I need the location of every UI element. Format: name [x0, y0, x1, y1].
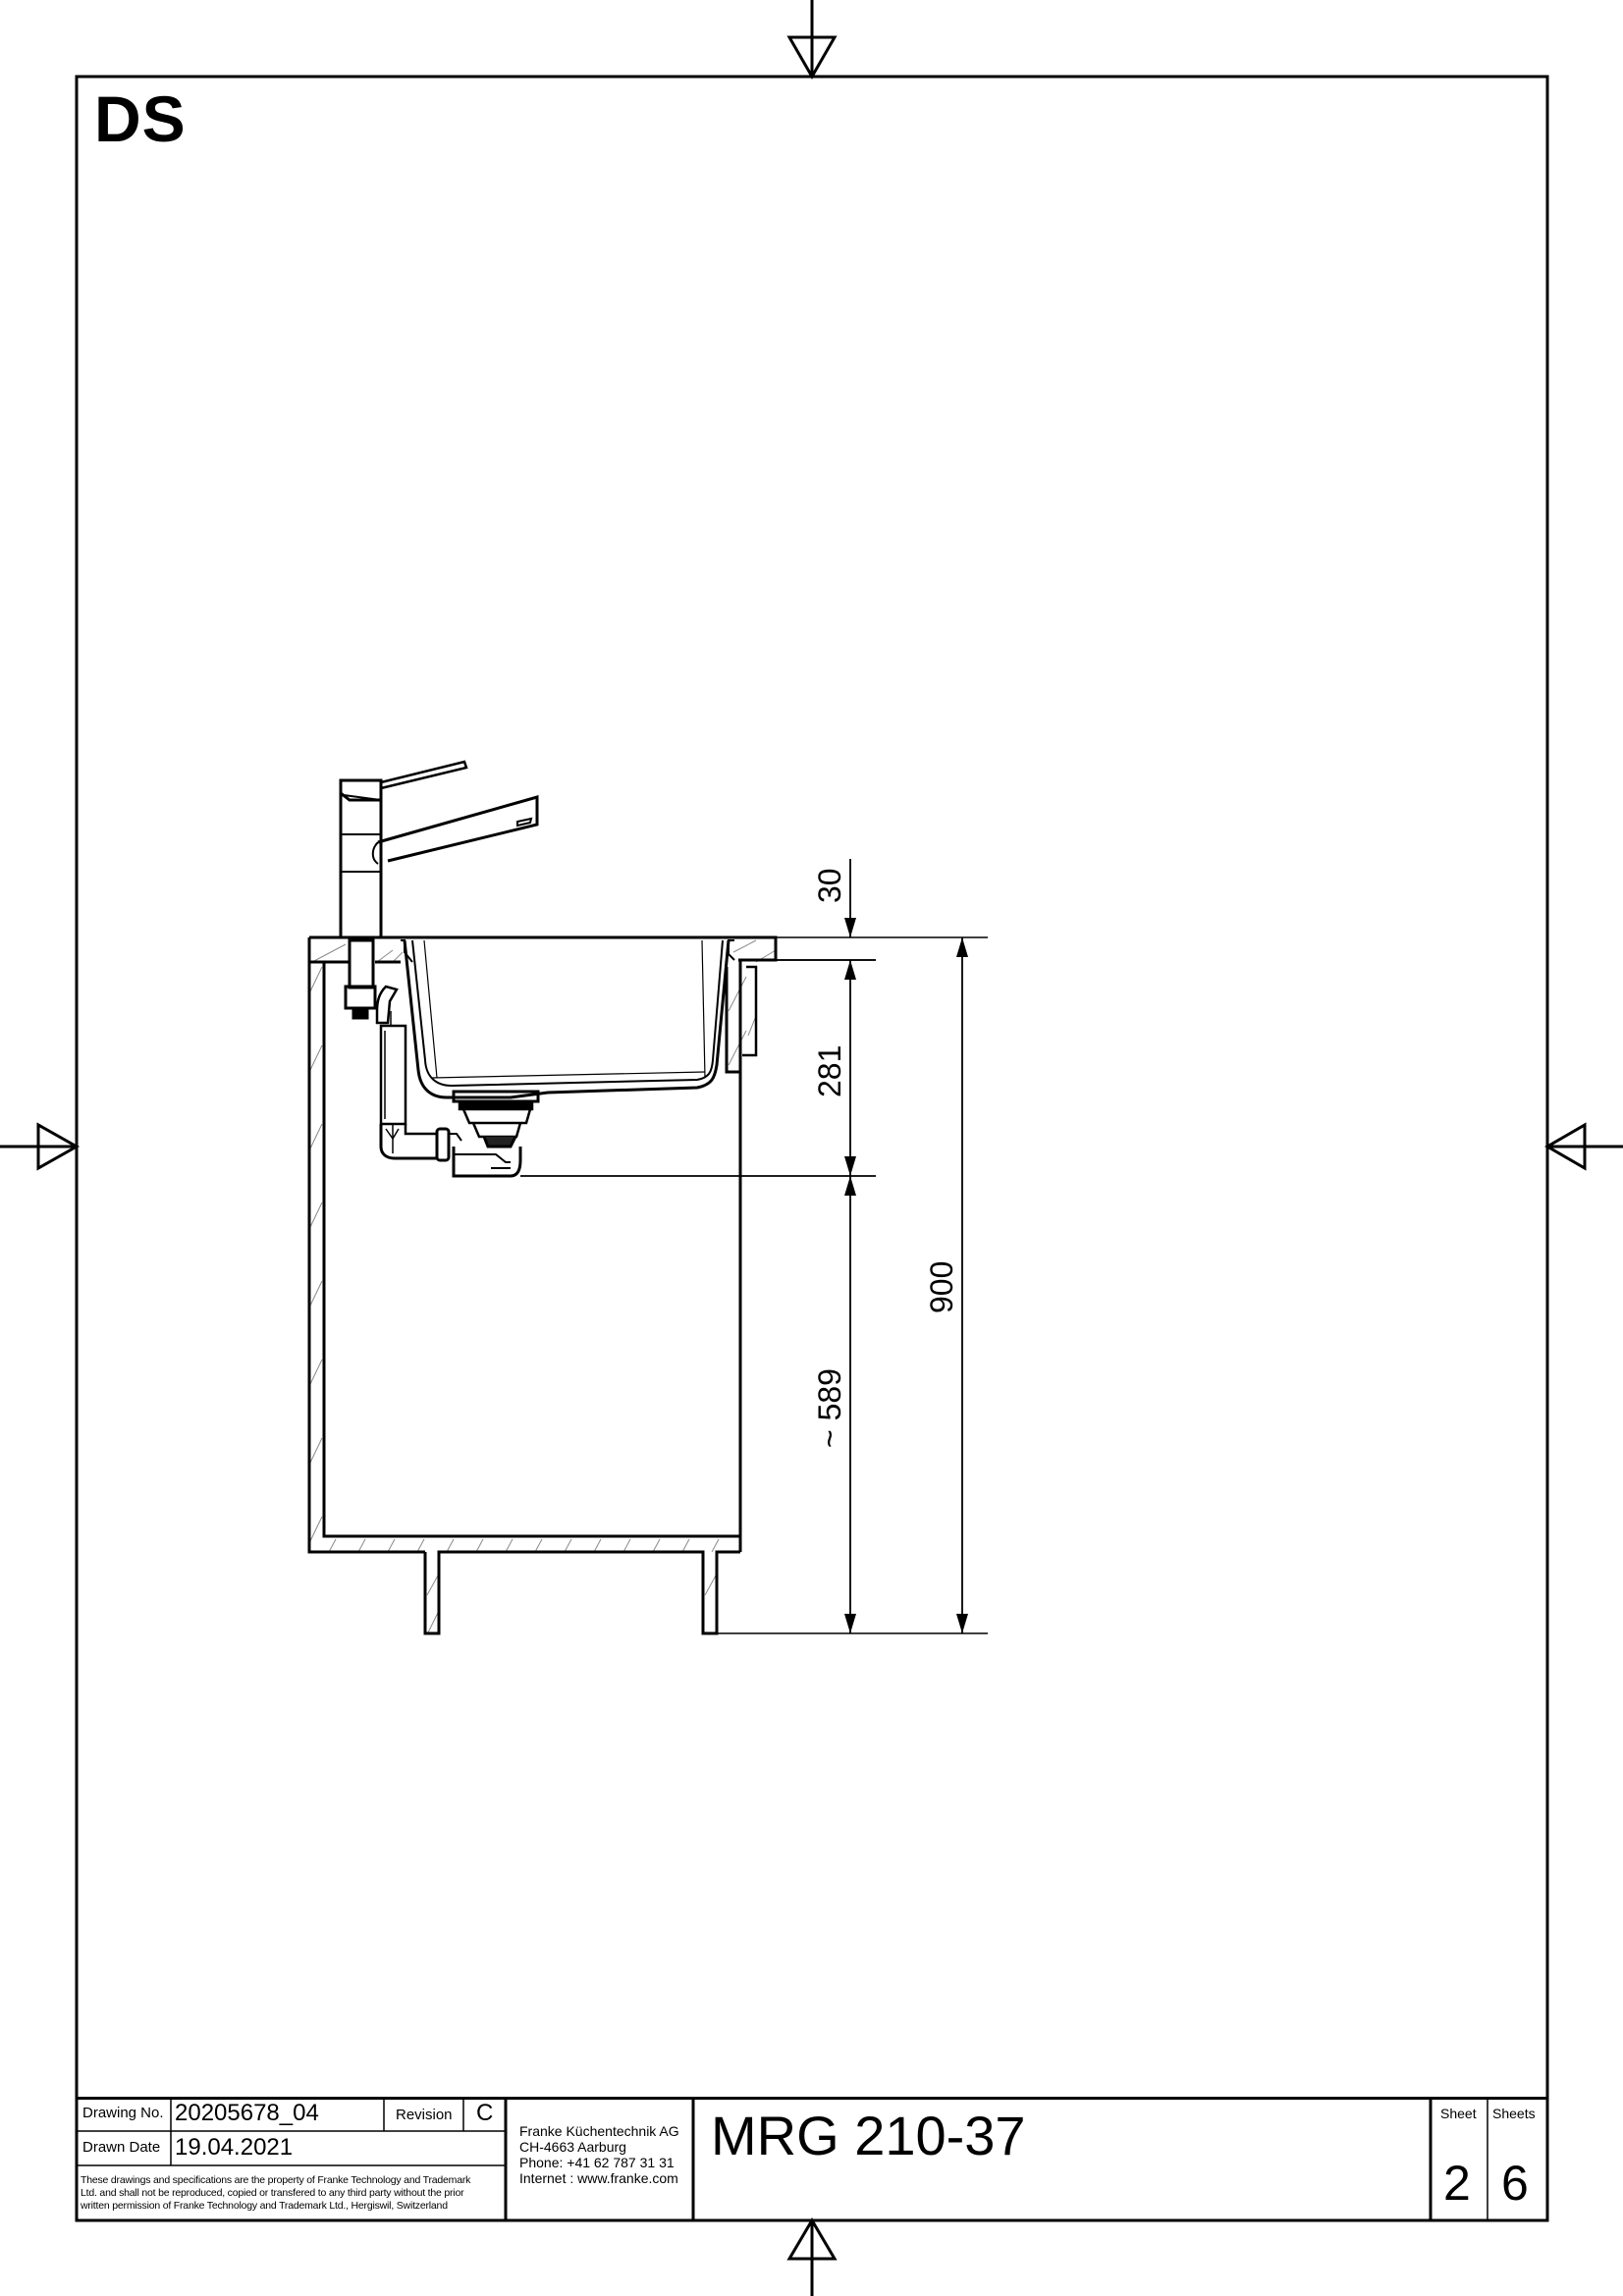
sheet-label: DS — [94, 82, 187, 155]
center-marker-left-icon — [0, 1122, 81, 1171]
company-info: Franke Küchentechnik AG CH-4663 Aarburg … — [519, 2123, 679, 2186]
product-name: MRG 210-37 — [711, 2105, 1026, 2166]
sheets-label-cell: Sheets — [1492, 2106, 1536, 2121]
dimension-labels: 30 281 ~ 589 900 — [812, 868, 959, 1448]
drain-assembly-icon — [375, 985, 540, 1178]
faucet-icon — [339, 760, 539, 1020]
drawing-border — [75, 75, 1549, 2222]
dim-drain-clearance: ~ 589 — [812, 1368, 847, 1448]
center-marker-right-icon — [1544, 1122, 1623, 1171]
dim-countertop-thickness: 30 — [812, 868, 847, 903]
title-block-grid — [77, 2097, 1547, 2220]
company-phone: Phone: +41 62 787 31 31 — [519, 2155, 675, 2170]
cabinet-section — [307, 935, 988, 1635]
company-internet: Internet : www.franke.com — [519, 2170, 678, 2186]
company-address: CH-4663 Aarburg — [519, 2139, 626, 2155]
center-marker-bottom-icon — [786, 2217, 838, 2296]
title-block: Drawing No. 20205678_04 Revision C Drawn… — [77, 2097, 1547, 2220]
sink-bowl-icon — [401, 939, 735, 1099]
legal-notice-line: written permission of Franke Technology … — [81, 2200, 448, 2212]
dim-bowl-depth: 281 — [812, 1045, 847, 1097]
revision-value: C — [476, 2100, 494, 2126]
dim-total-height: 900 — [924, 1261, 959, 1313]
dimension-arrowheads — [844, 918, 968, 1633]
legal-notice-line: These drawings and specifications are th… — [81, 2174, 471, 2186]
legal-notice-line: Ltd. and shall not be reproduced, copied… — [81, 2187, 464, 2199]
drawn-date-value: 19.04.2021 — [175, 2134, 294, 2161]
sheet-number: 2 — [1443, 2156, 1471, 2211]
revision-label: Revision — [396, 2107, 453, 2123]
center-marker-top-icon — [786, 0, 838, 80]
company-name: Franke Küchentechnik AG — [519, 2123, 679, 2139]
drawing-no-value: 20205678_04 — [175, 2100, 319, 2126]
legal-notice: These drawings and specifications are th… — [81, 2174, 503, 2213]
drawn-date-label: Drawn Date — [82, 2139, 161, 2156]
drawing-no-label: Drawing No. — [82, 2105, 164, 2121]
sheet-label-cell: Sheet — [1440, 2106, 1477, 2121]
dimension-lines — [520, 859, 963, 1633]
sheets-total: 6 — [1501, 2156, 1529, 2211]
